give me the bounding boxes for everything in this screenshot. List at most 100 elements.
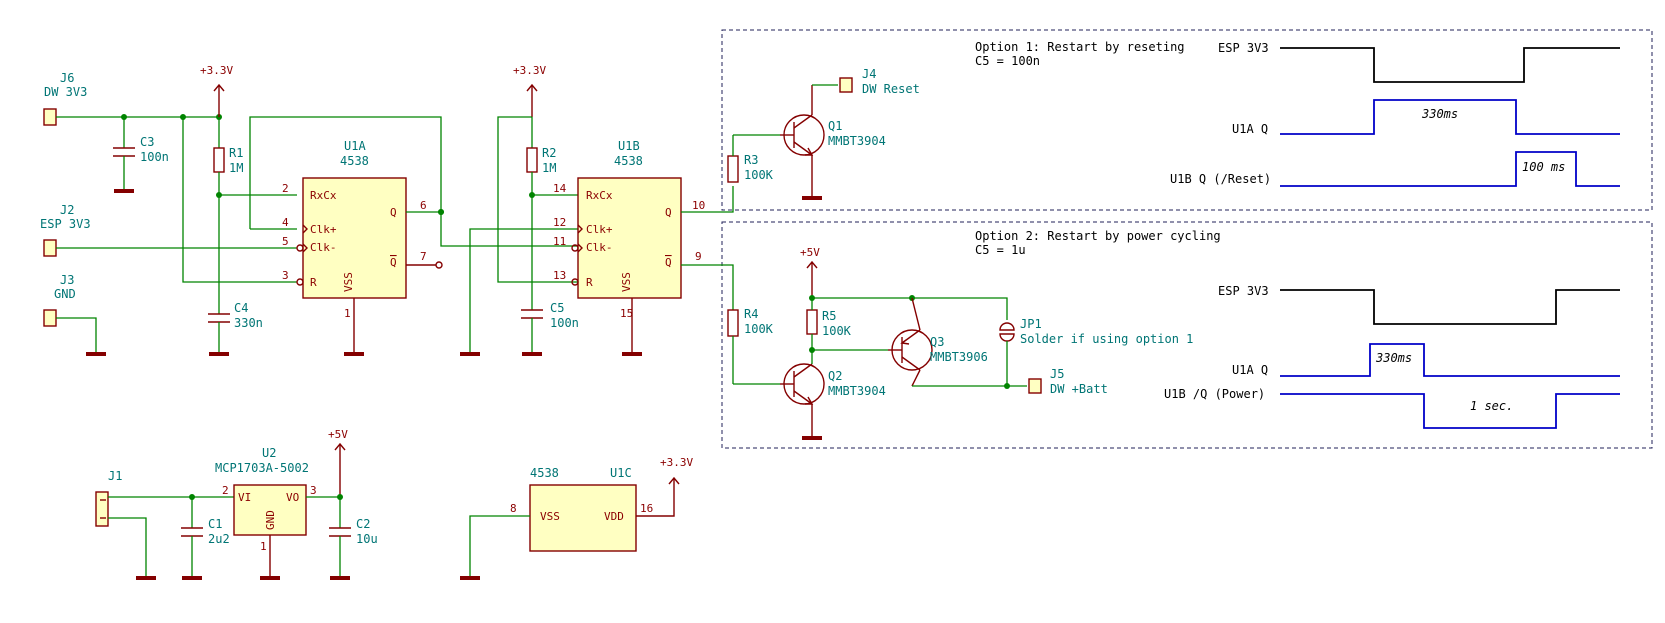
wave1-esp — [1280, 47, 1620, 83]
svg-text:8: 8 — [510, 502, 517, 515]
transistor-Q1: Q1 MMBT3904 — [780, 85, 886, 200]
svg-text:4538: 4538 — [340, 154, 369, 168]
svg-text:7: 7 — [420, 250, 427, 263]
svg-text:C2: C2 — [356, 517, 370, 531]
svg-text:J5: J5 — [1050, 367, 1064, 381]
svg-text:Q3: Q3 — [930, 335, 944, 349]
svg-text:Q: Q — [665, 256, 672, 269]
svg-text:J6: J6 — [60, 71, 74, 85]
capacitor-C4: C4 330n — [208, 301, 263, 356]
wave1-u1aq-label: U1A Q — [1232, 122, 1268, 136]
svg-text:Clk-: Clk- — [586, 241, 613, 254]
svg-text:5: 5 — [282, 235, 289, 248]
option2-box — [721, 221, 1653, 449]
svg-text:RxCx: RxCx — [310, 189, 337, 202]
resistor-R1: R1 1M — [213, 117, 243, 314]
wave1-u1bq — [1280, 151, 1620, 187]
regulator-U2: U2 MCP1703A-5002 VI VO GND 2 3 1 — [215, 446, 317, 580]
wave2-esp-label: ESP 3V3 — [1218, 284, 1269, 298]
svg-text:U2: U2 — [262, 446, 276, 460]
svg-text:4538: 4538 — [614, 154, 643, 168]
connector-J5: J5 DW +Batt — [1028, 367, 1108, 396]
resistor-R5: R5 100K — [806, 298, 852, 364]
svg-text:Q: Q — [390, 256, 397, 269]
svg-text:VSS: VSS — [540, 510, 560, 523]
svg-text:6: 6 — [420, 199, 427, 212]
resistor-R4: R4 100K — [727, 307, 780, 385]
svg-text:9: 9 — [695, 250, 702, 263]
svg-text:14: 14 — [553, 182, 567, 195]
capacitor-C2: C2 10u — [329, 497, 378, 580]
svg-text:100K: 100K — [744, 322, 774, 336]
jumper-JP1: JP1 Solder if using option 1 — [999, 317, 1193, 386]
svg-text:15: 15 — [620, 307, 633, 320]
svg-text:2: 2 — [222, 484, 229, 497]
capacitor-C3: C3 100n — [113, 117, 169, 193]
svg-text:+3.3V: +3.3V — [660, 456, 693, 469]
svg-text:VO: VO — [286, 491, 299, 504]
svg-text:13: 13 — [553, 269, 566, 282]
svg-text:U1C: U1C — [610, 466, 632, 480]
svg-text:JP1: JP1 — [1020, 317, 1042, 331]
svg-text:J1: J1 — [108, 469, 122, 483]
svg-text:U1A: U1A — [344, 139, 366, 153]
svg-text:100n: 100n — [140, 150, 169, 164]
svg-text:MMBT3904: MMBT3904 — [828, 134, 886, 148]
svg-text:VI: VI — [238, 491, 251, 504]
connector-J2: J2 ESP 3V3 — [40, 203, 91, 257]
svg-text:4538: 4538 — [530, 466, 559, 480]
wave2-t2: 1 sec. — [1470, 399, 1513, 413]
svg-text:16: 16 — [640, 502, 653, 515]
svg-text:Q1: Q1 — [828, 119, 842, 133]
svg-text:RxCx: RxCx — [586, 189, 613, 202]
svg-text:Solder if using option 1: Solder if using option 1 — [1020, 332, 1193, 346]
svg-text:12: 12 — [553, 216, 566, 229]
svg-text:ESP 3V3: ESP 3V3 — [40, 217, 91, 231]
svg-text:330n: 330n — [234, 316, 263, 330]
svg-text:3: 3 — [282, 269, 289, 282]
svg-text:DW 3V3: DW 3V3 — [44, 85, 87, 99]
svg-text:1: 1 — [344, 307, 351, 320]
svg-text:100K: 100K — [744, 168, 774, 182]
svg-text:100n: 100n — [550, 316, 579, 330]
svg-text:R: R — [586, 276, 593, 289]
svg-text:2: 2 — [282, 182, 289, 195]
svg-text:R4: R4 — [744, 307, 758, 321]
transistor-Q2: Q2 MMBT3904 — [780, 363, 886, 440]
svg-text:J3: J3 — [60, 273, 74, 287]
svg-text:DW Reset: DW Reset — [862, 82, 920, 96]
connector-J4: J4 DW Reset — [839, 67, 920, 96]
wave2-u1aq — [1280, 343, 1620, 377]
wave1-u1aq — [1280, 99, 1620, 135]
svg-text:R5: R5 — [822, 309, 836, 323]
svg-text:Clk+: Clk+ — [310, 223, 337, 236]
wave1-esp-label: ESP 3V3 — [1218, 41, 1269, 55]
connector-J1: J1 — [95, 469, 122, 527]
svg-text:11: 11 — [553, 235, 566, 248]
svg-text:R1: R1 — [229, 146, 243, 160]
option2-title: Option 2: Restart by power cycling — [975, 229, 1221, 243]
svg-text:Clk-: Clk- — [310, 241, 337, 254]
svg-text:1: 1 — [260, 540, 267, 553]
svg-text:Clk+: Clk+ — [586, 223, 613, 236]
capacitor-C1: C1 2u2 — [181, 497, 230, 580]
wave1-t1: 330ms — [1421, 107, 1458, 121]
option1-note: C5 = 100n — [975, 54, 1040, 68]
svg-text:GND: GND — [54, 287, 76, 301]
svg-text:100K: 100K — [822, 324, 852, 338]
svg-text:DW +Batt: DW +Batt — [1050, 382, 1108, 396]
svg-text:C3: C3 — [140, 135, 154, 149]
connector-J3: J3 GND — [43, 273, 76, 327]
wave2-esp — [1280, 289, 1620, 325]
svg-text:MMBT3906: MMBT3906 — [930, 350, 988, 364]
svg-text:C1: C1 — [208, 517, 222, 531]
svg-text:C4: C4 — [234, 301, 248, 315]
option1-title: Option 1: Restart by reseting — [975, 40, 1185, 54]
svg-text:R2: R2 — [542, 146, 556, 160]
power-flag-3v3-b: +3.3V — [513, 64, 546, 117]
svg-text:1M: 1M — [229, 161, 243, 175]
svg-text:10u: 10u — [356, 532, 378, 546]
svg-text:Q2: Q2 — [828, 369, 842, 383]
svg-text:J2: J2 — [60, 203, 74, 217]
